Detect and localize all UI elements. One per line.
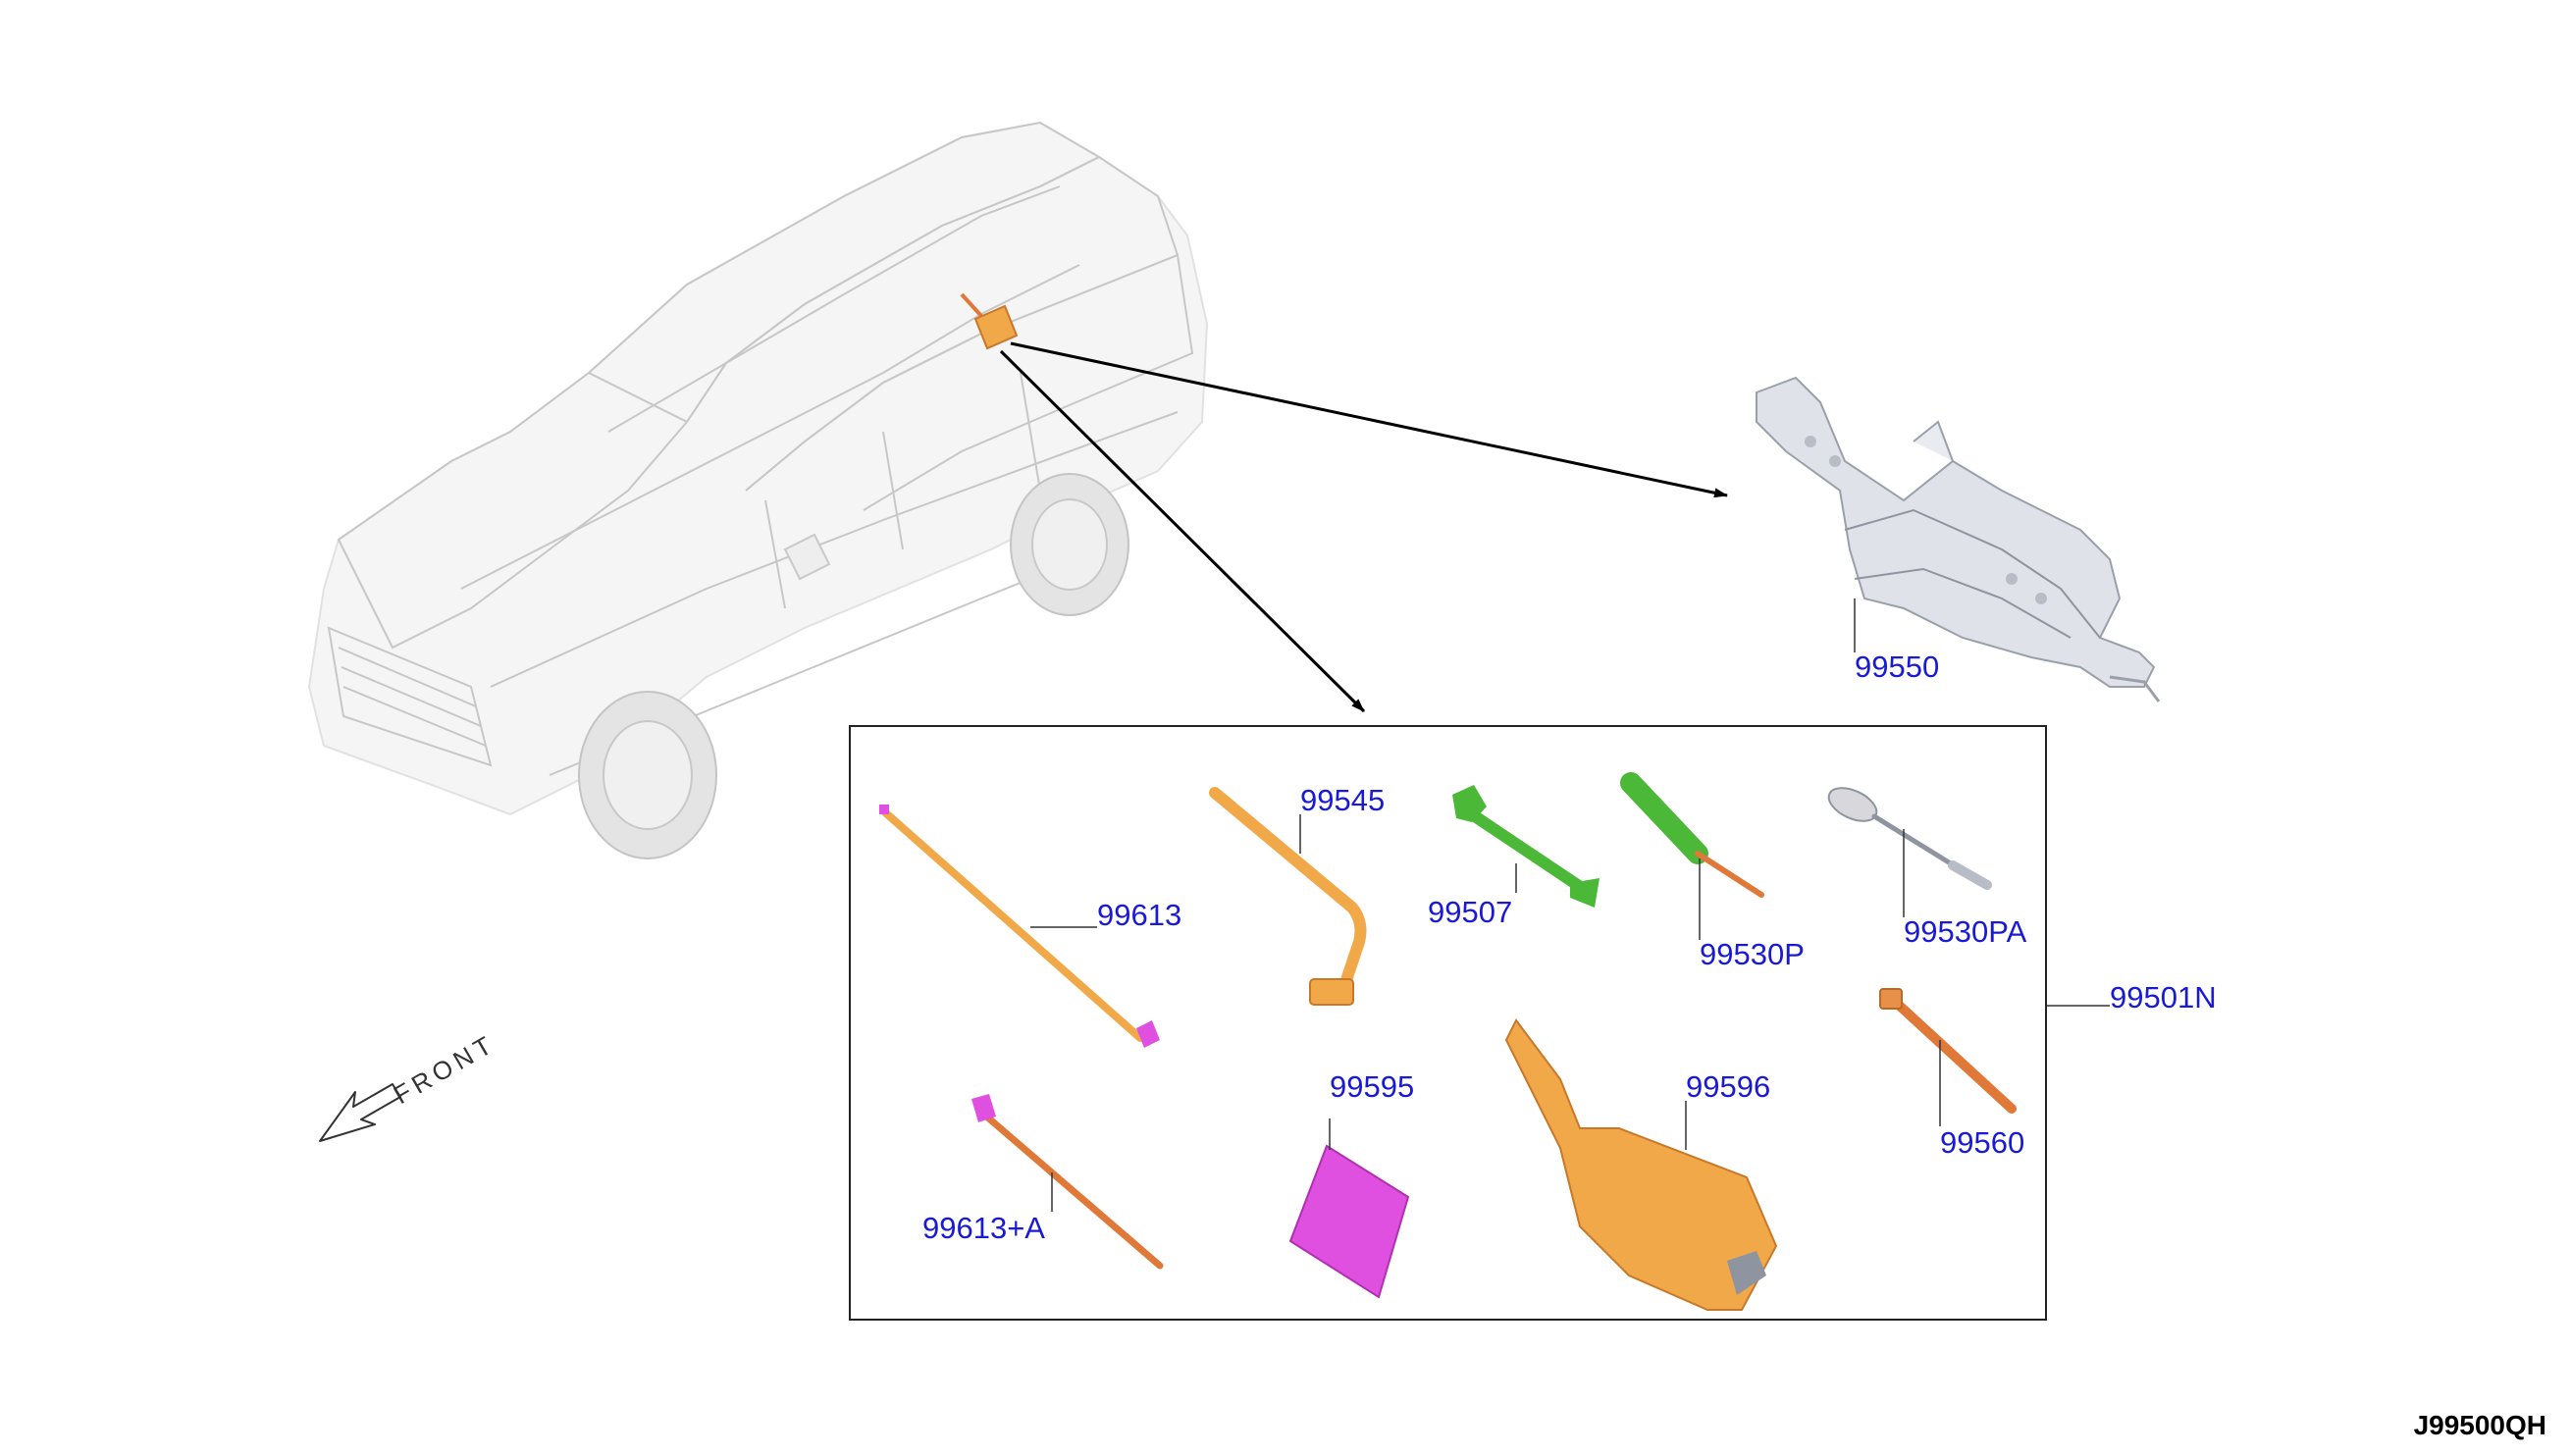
front-label: FRONT [389,1028,500,1110]
arrow-to-jack [1010,341,1728,498]
label-99596[interactable]: 99596 [1686,1069,1770,1104]
label-99613[interactable]: 99613 [1097,898,1181,932]
front-arrow-icon [319,1083,401,1142]
front-direction-indicator: FRONT [319,1028,500,1142]
extension-rod-short [971,1094,1164,1270]
arrow-to-kit [999,349,1366,713]
screwdriver [1620,772,1764,898]
label-99507[interactable]: 99507 [1428,895,1512,929]
scissor-jack [1756,376,2161,702]
lug-wrench [1209,787,1367,1006]
label-99595[interactable]: 99595 [1330,1069,1414,1104]
screwdriver-bit [1827,787,1992,890]
label-99550[interactable]: 99550 [1855,650,1939,684]
extension-rod-long [879,805,1160,1048]
label-99530P[interactable]: 99530P [1700,937,1805,971]
tool-kit-frame [849,725,2047,1321]
label-99560[interactable]: 99560 [1940,1125,2024,1160]
label-99613-A[interactable]: 99613+A [922,1211,1045,1245]
drawing-code: J99500QH [2414,1410,2546,1440]
label-99545[interactable]: 99545 [1300,783,1385,817]
label-99501N[interactable]: 99501N [2110,980,2217,1014]
spanner-wrench [1452,785,1600,908]
socket-bar [1879,988,2017,1114]
tool-pouch-small [1288,1144,1410,1299]
vehicle-illustration [307,121,1209,859]
tool-bag-large [1504,1018,1778,1311]
label-99530PA[interactable]: 99530PA [1904,914,2027,949]
